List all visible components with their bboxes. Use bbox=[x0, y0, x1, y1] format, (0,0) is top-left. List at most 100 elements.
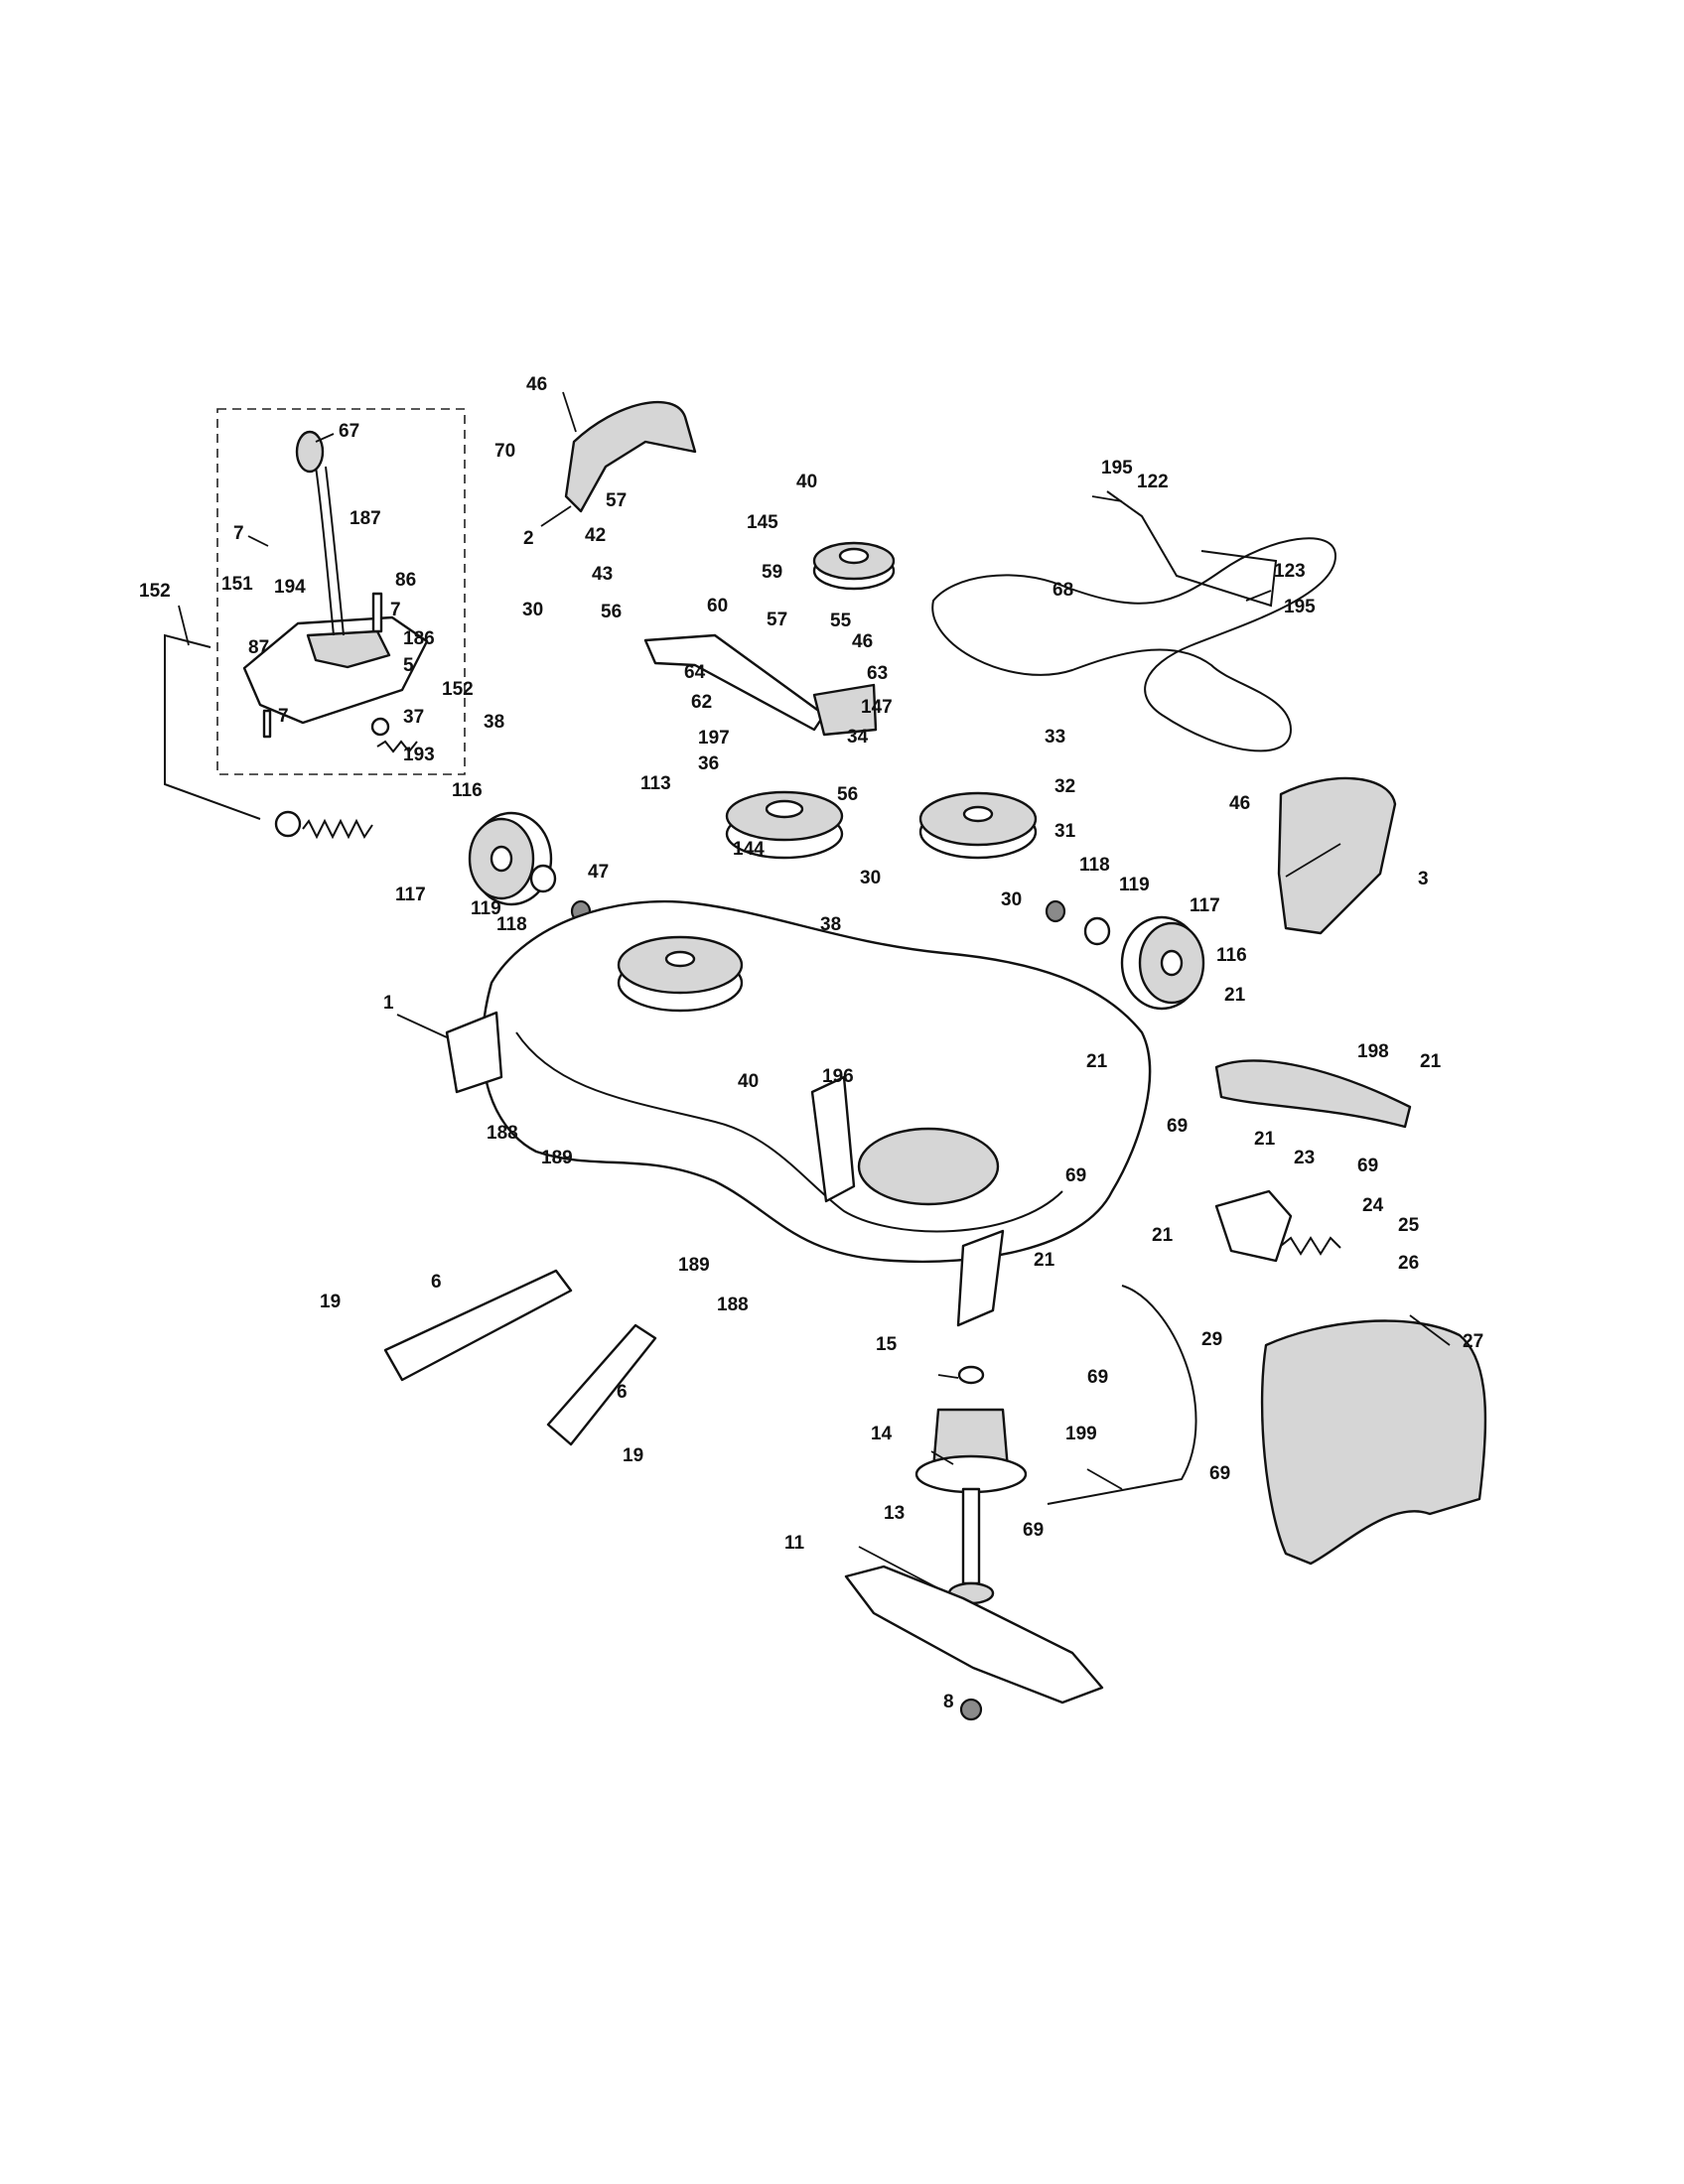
callout-118: 118 bbox=[496, 914, 527, 935]
callout-21: 21 bbox=[1152, 1225, 1174, 1246]
callout-195: 195 bbox=[1101, 458, 1133, 478]
callout-57: 57 bbox=[767, 610, 787, 630]
callout-23: 23 bbox=[1294, 1148, 1315, 1168]
callout-15: 15 bbox=[876, 1334, 898, 1355]
callout-56: 56 bbox=[837, 784, 858, 805]
callout-57: 57 bbox=[606, 490, 627, 511]
callout-labels: 46 2 67 70 187 7 86 7 152 151 194 186 87… bbox=[139, 374, 1483, 1712]
callout-152: 152 bbox=[442, 679, 474, 700]
callout-30: 30 bbox=[522, 600, 543, 620]
callout-152: 152 bbox=[139, 581, 171, 602]
callout-188: 188 bbox=[717, 1295, 749, 1315]
callout-145: 145 bbox=[747, 512, 778, 533]
leader-lines bbox=[178, 391, 1451, 1589]
belt-guard-right bbox=[1277, 776, 1397, 935]
callout-196: 196 bbox=[822, 1066, 854, 1087]
callout-69: 69 bbox=[1167, 1116, 1188, 1137]
lever-bolt bbox=[262, 709, 272, 739]
callout-118: 118 bbox=[1079, 855, 1110, 876]
assembly-boundary-box bbox=[216, 408, 466, 775]
lever-nut bbox=[370, 717, 390, 737]
callout-37: 37 bbox=[403, 707, 424, 728]
callout-69: 69 bbox=[1087, 1367, 1108, 1388]
callout-189: 189 bbox=[678, 1255, 710, 1276]
callout-21: 21 bbox=[1086, 1051, 1108, 1072]
blade-baffle bbox=[1047, 1285, 1197, 1505]
lift-lever bbox=[315, 466, 335, 636]
callout-6: 6 bbox=[617, 1382, 628, 1403]
callout-55: 55 bbox=[830, 611, 852, 631]
callout-117: 117 bbox=[395, 885, 426, 905]
callout-34: 34 bbox=[847, 727, 869, 748]
callout-40: 40 bbox=[796, 472, 817, 492]
callout-147: 147 bbox=[861, 697, 893, 718]
callout-87: 87 bbox=[248, 637, 269, 658]
callout-46: 46 bbox=[1229, 793, 1250, 814]
callout-7: 7 bbox=[390, 600, 401, 620]
lever-knob bbox=[295, 430, 325, 474]
callout-21: 21 bbox=[1420, 1051, 1442, 1072]
callout-3: 3 bbox=[1418, 869, 1429, 889]
spindle-opening bbox=[857, 1127, 1000, 1206]
callout-86: 86 bbox=[395, 570, 416, 591]
lift-spring bbox=[302, 818, 373, 840]
blade-spindle bbox=[914, 1365, 1028, 1605]
callout-122: 122 bbox=[1137, 472, 1169, 492]
callout-186: 186 bbox=[403, 628, 435, 649]
gauge-wheel-right bbox=[1045, 899, 1205, 1011]
idler-arm bbox=[643, 633, 826, 732]
callout-60: 60 bbox=[707, 596, 728, 616]
callout-7: 7 bbox=[278, 706, 289, 727]
callout-69: 69 bbox=[1065, 1165, 1086, 1186]
front-hanger-bracket-upper bbox=[383, 1269, 573, 1382]
callout-29: 29 bbox=[1201, 1329, 1222, 1350]
rod-ferrule bbox=[274, 810, 302, 838]
callout-47: 47 bbox=[588, 862, 609, 883]
callout-56: 56 bbox=[601, 602, 622, 622]
callout-30: 30 bbox=[1001, 889, 1022, 910]
deck-inner-edge bbox=[515, 1031, 1063, 1233]
callout-7: 7 bbox=[233, 523, 244, 544]
callout-187: 187 bbox=[350, 508, 381, 529]
callout-116: 116 bbox=[452, 780, 483, 801]
callout-26: 26 bbox=[1398, 1253, 1419, 1274]
deck-hanger-bracket-left bbox=[445, 1011, 503, 1094]
callout-198: 198 bbox=[1357, 1041, 1389, 1062]
lift-rod bbox=[164, 633, 261, 820]
callout-21: 21 bbox=[1224, 985, 1246, 1006]
callout-199: 199 bbox=[1065, 1424, 1097, 1444]
drive-pulley-right bbox=[918, 791, 1038, 860]
callout-42: 42 bbox=[585, 525, 606, 546]
callout-69: 69 bbox=[1357, 1156, 1378, 1176]
callout-8: 8 bbox=[943, 1692, 954, 1712]
callout-32: 32 bbox=[1054, 776, 1075, 797]
callout-46: 46 bbox=[526, 374, 547, 395]
deck-pulley bbox=[617, 935, 744, 1013]
callout-2: 2 bbox=[523, 528, 534, 549]
idler-pulley-lower bbox=[725, 790, 844, 860]
callout-64: 64 bbox=[684, 662, 706, 683]
callout-144: 144 bbox=[733, 839, 765, 860]
belt-keeper-rod bbox=[1106, 490, 1278, 608]
callout-67: 67 bbox=[339, 421, 359, 442]
callout-38: 38 bbox=[820, 914, 841, 935]
callout-21: 21 bbox=[1254, 1129, 1276, 1150]
callout-119: 119 bbox=[471, 898, 501, 919]
drive-belt bbox=[931, 537, 1337, 752]
deck-hanger-bracket-center bbox=[810, 1075, 856, 1203]
callout-36: 36 bbox=[698, 753, 719, 774]
callout-13: 13 bbox=[884, 1503, 905, 1524]
callout-113: 113 bbox=[640, 773, 671, 794]
lift-lever-assembly bbox=[216, 408, 466, 775]
callout-68: 68 bbox=[1052, 580, 1073, 601]
callout-5: 5 bbox=[403, 655, 414, 676]
callout-70: 70 bbox=[494, 441, 515, 462]
callout-123: 123 bbox=[1274, 561, 1306, 582]
callout-43: 43 bbox=[592, 564, 613, 585]
callout-11: 11 bbox=[784, 1533, 805, 1554]
callout-193: 193 bbox=[403, 745, 435, 765]
deck-hanger-bracket-front bbox=[956, 1229, 1005, 1327]
callout-38: 38 bbox=[484, 712, 504, 733]
callout-19: 19 bbox=[623, 1445, 643, 1466]
